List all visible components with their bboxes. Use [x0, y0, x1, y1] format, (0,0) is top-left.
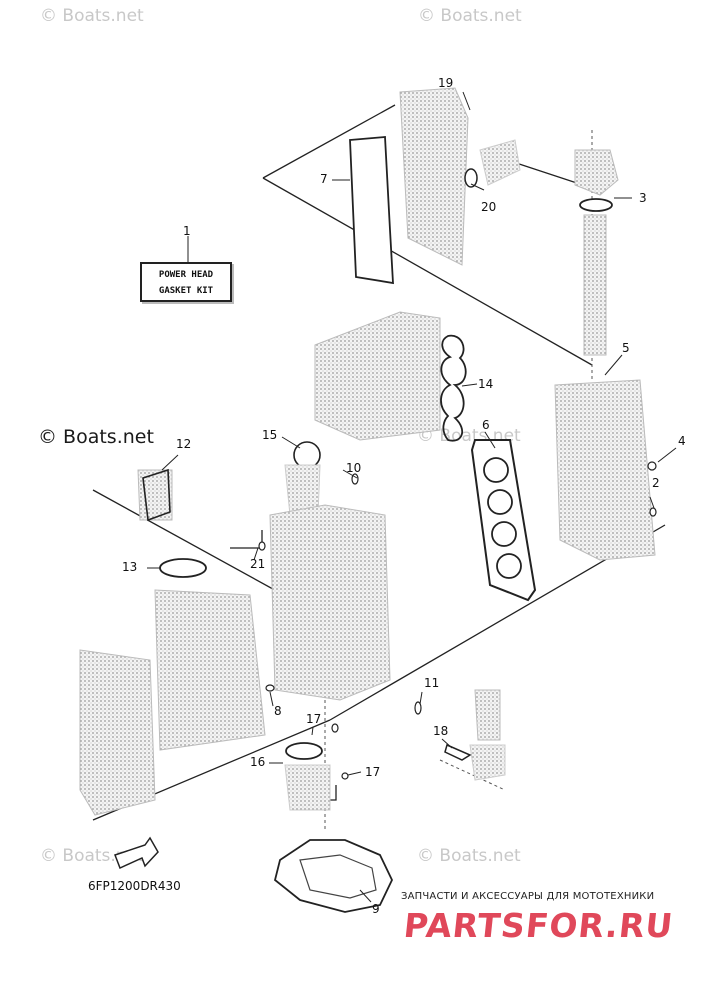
callout-6: 6 [482, 418, 490, 432]
forward-arrow-icon [114, 836, 159, 870]
callout-10: 10 [346, 461, 362, 475]
watermark: © Boats.net [418, 6, 522, 26]
callout-13: 13 [122, 560, 138, 574]
kit-label-line2: GASKET KIT [158, 286, 214, 296]
watermark: © Boats.net [417, 846, 521, 866]
kit-label-line1: POWER HEAD [158, 270, 214, 280]
watermark-strong: © Boats.net [38, 426, 154, 448]
callout-17b: 17 [365, 765, 381, 779]
callout-2: 2 [652, 476, 660, 490]
callout-3: 3 [639, 191, 647, 205]
power-head-gasket-kit-label: POWER HEAD GASKET KIT [140, 262, 232, 302]
callout-18: 18 [433, 724, 449, 738]
callout-1: 1 [183, 224, 191, 238]
callout-19: 19 [438, 76, 454, 90]
callout-4: 4 [678, 434, 686, 448]
callout-21: 21 [250, 557, 266, 571]
callout-7: 7 [320, 172, 328, 186]
watermark: © Boats.net [40, 6, 144, 26]
callout-5: 5 [622, 341, 630, 355]
diagram-code: 6FP1200DR430 [88, 879, 181, 893]
callout-9: 9 [372, 902, 380, 916]
callout-16: 16 [250, 755, 266, 769]
callout-15: 15 [262, 428, 278, 442]
callout-20: 20 [481, 200, 497, 214]
callout-17a: 17 [306, 712, 322, 726]
callout-8: 8 [274, 704, 282, 718]
ad-caption: ЗАПЧАСТИ И АКСЕССУАРЫ ДЛЯ МОТОТЕХНИКИ [401, 891, 655, 902]
partsfor-logo[interactable]: PARTSFOR.RU [401, 906, 676, 945]
callout-11: 11 [424, 676, 440, 690]
callout-14: 14 [478, 377, 494, 391]
callout-12: 12 [176, 437, 192, 451]
